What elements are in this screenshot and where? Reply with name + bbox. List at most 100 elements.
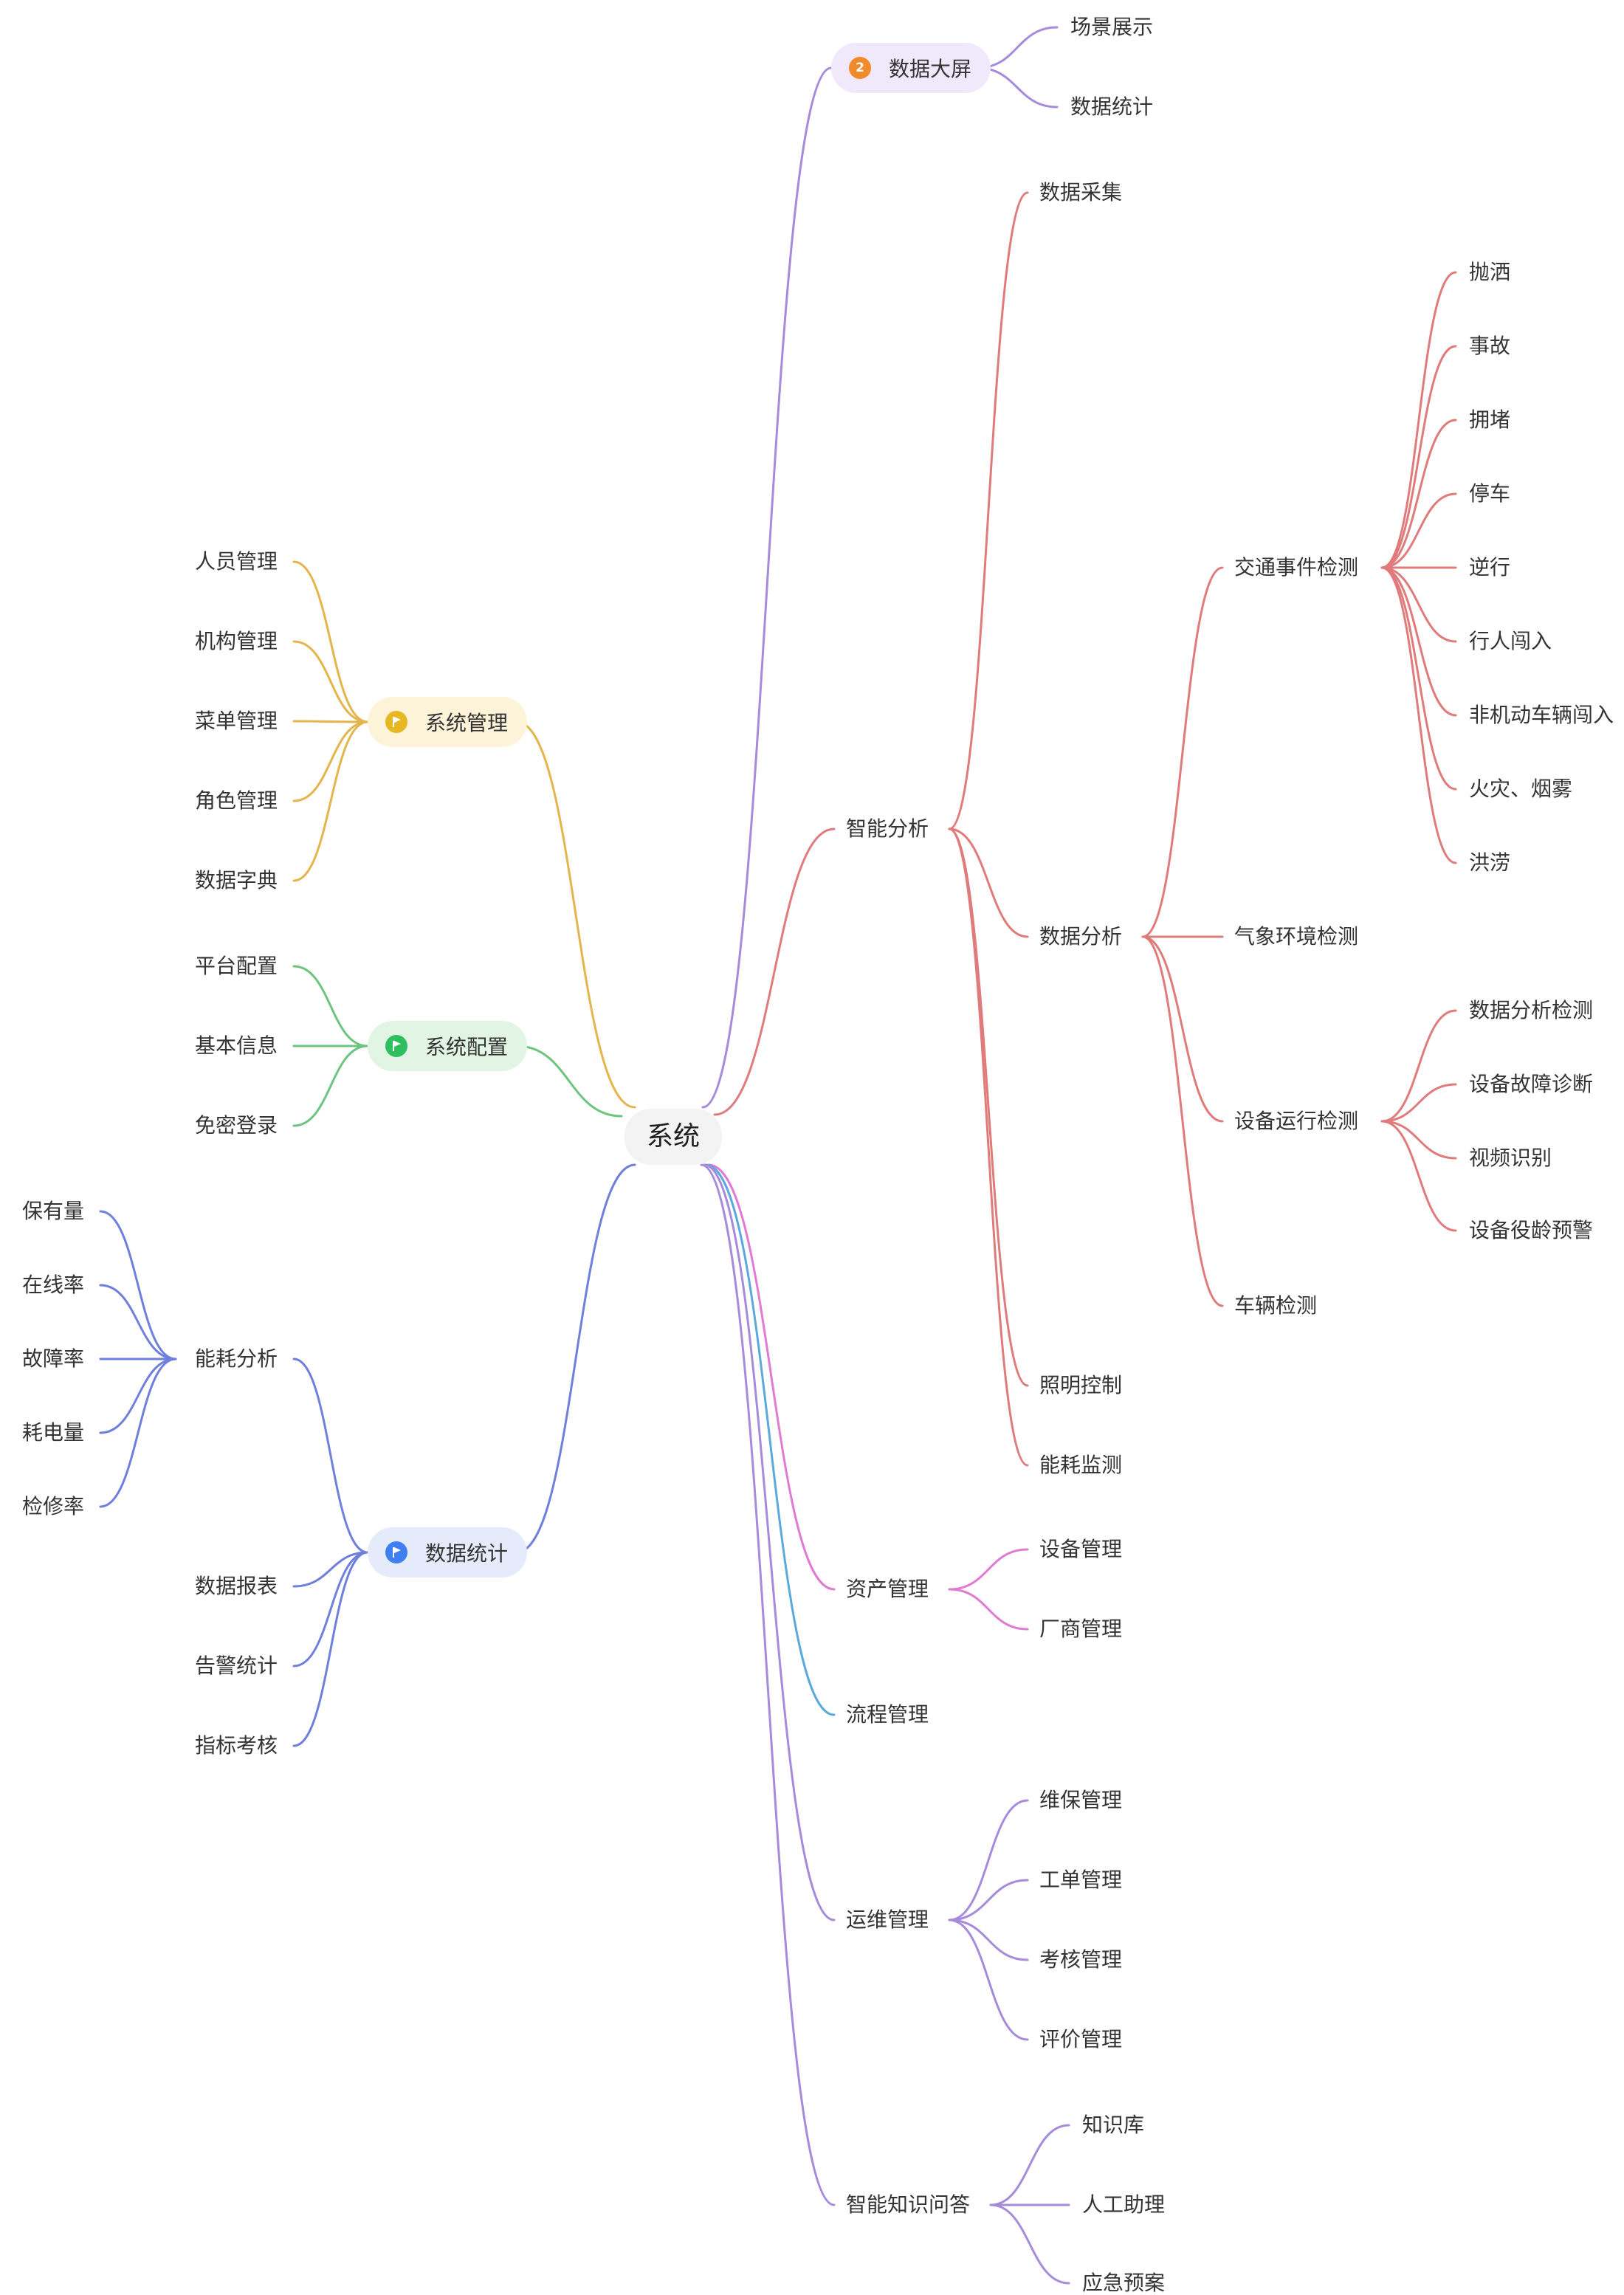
node-traffic-item[interactable]: 逆行 — [1469, 555, 1511, 579]
branch-smart-analysis[interactable]: 智能分析 — [846, 816, 929, 841]
link-admin-child — [292, 640, 369, 723]
node-traffic-item[interactable]: 抛洒 — [1469, 260, 1511, 284]
link-data-screen — [701, 66, 833, 1109]
node-energy-item[interactable]: 故障率 — [21, 1346, 84, 1371]
branch-asset-management[interactable]: 资产管理 — [846, 1577, 929, 1601]
node-vendor-management[interactable]: 厂商管理 — [1039, 1617, 1123, 1641]
link-smart-analysis-child — [948, 191, 1029, 830]
branch-knowledge-qa[interactable]: 智能知识问答 — [846, 2192, 971, 2217]
branch-process-management[interactable]: 流程管理 — [846, 1702, 929, 1727]
link-energy-item — [99, 1284, 177, 1360]
link-energy-item — [99, 1358, 177, 1434]
node-device-item[interactable]: 视频识别 — [1469, 1146, 1552, 1170]
link-energy-item — [99, 1358, 177, 1508]
node-traffic-item[interactable]: 火灾、烟雾 — [1469, 777, 1573, 801]
node-stats-item[interactable]: 数据报表 — [194, 1574, 278, 1598]
link-stats-child — [292, 1551, 369, 1668]
node-config-item[interactable]: 免密登录 — [194, 1113, 278, 1138]
link-knowledge — [700, 1163, 836, 2206]
node-ops-item[interactable]: 维保管理 — [1039, 1788, 1123, 1812]
node-admin-item[interactable]: 机构管理 — [194, 629, 278, 653]
node-stats-item[interactable]: 告警统计 — [194, 1654, 278, 1678]
node-energy-item[interactable]: 检修率 — [21, 1494, 84, 1518]
link-data-stats — [515, 1163, 636, 1554]
node-traffic-item[interactable]: 拥堵 — [1469, 407, 1511, 432]
node-energy-monitoring[interactable]: 能耗监测 — [1039, 1453, 1123, 1477]
link-system-management — [515, 720, 636, 1109]
branch-label: 数据统计 — [425, 1541, 509, 1566]
node-device-running-detection[interactable]: 设备运行检测 — [1234, 1109, 1359, 1133]
node-device-item[interactable]: 设备故障诊断 — [1469, 1072, 1594, 1096]
link-traffic-item — [1380, 419, 1457, 569]
node-config-item[interactable]: 基本信息 — [194, 1033, 278, 1058]
node-data-collection[interactable]: 数据采集 — [1039, 180, 1123, 204]
node-energy-item[interactable]: 保有量 — [21, 1199, 84, 1223]
flag-icon — [385, 1035, 407, 1057]
link-traffic-item — [1380, 566, 1457, 643]
node-admin-item[interactable]: 人员管理 — [194, 549, 278, 574]
branch-label: 系统配置 — [425, 1035, 509, 1059]
node-device-item[interactable]: 数据分析检测 — [1469, 998, 1594, 1022]
link-data-analysis-child — [1141, 935, 1224, 1123]
root-node[interactable]: 系统 — [624, 1109, 723, 1165]
link-traffic-item — [1380, 345, 1457, 569]
node-traffic-item[interactable]: 非机动车辆闯入 — [1469, 703, 1614, 727]
node-device-management[interactable]: 设备管理 — [1039, 1537, 1123, 1561]
priority-badge-icon: 2 — [849, 57, 871, 79]
node-energy-item[interactable]: 在线率 — [21, 1273, 84, 1297]
node-human-assistant[interactable]: 人工助理 — [1082, 2192, 1166, 2217]
node-traffic-item[interactable]: 洪涝 — [1469, 850, 1511, 875]
node-admin-item[interactable]: 角色管理 — [194, 788, 278, 813]
link-data-analysis-child — [1141, 566, 1224, 938]
node-traffic-item[interactable]: 行人闯入 — [1469, 629, 1552, 653]
node-config-item[interactable]: 平台配置 — [194, 954, 278, 978]
link-assets-child — [948, 1588, 1029, 1631]
node-device-item[interactable]: 设备役龄预警 — [1469, 1218, 1594, 1242]
node-weather-detection[interactable]: 气象环境检测 — [1234, 924, 1359, 949]
link-assets — [707, 1163, 836, 1591]
node-ops-item[interactable]: 工单管理 — [1039, 1868, 1123, 1892]
branch-label: 系统管理 — [425, 711, 509, 735]
node-traffic-item[interactable]: 事故 — [1469, 334, 1511, 358]
node-scene-display[interactable]: 场景展示 — [1070, 15, 1154, 39]
node-stats-item[interactable]: 指标考核 — [194, 1733, 278, 1758]
link-stats-child — [292, 1551, 369, 1588]
node-vehicle-detection[interactable]: 车辆检测 — [1234, 1293, 1318, 1318]
node-data-analysis[interactable]: 数据分析 — [1039, 924, 1123, 949]
link-device-item — [1380, 1009, 1457, 1123]
node-data-statistics[interactable]: 数据统计 — [1070, 94, 1154, 119]
node-knowledge-base[interactable]: 知识库 — [1082, 2113, 1145, 2137]
link-traffic-item — [1380, 566, 1457, 717]
link-knowledge-child — [989, 2203, 1070, 2285]
branch-system-config[interactable]: 系统配置 — [368, 1021, 528, 1071]
branch-data-stats[interactable]: 数据统计 — [368, 1527, 528, 1577]
link-ops-child — [948, 1799, 1029, 1921]
flag-icon — [385, 711, 407, 733]
link-admin-child — [292, 720, 369, 723]
flag-icon — [385, 1541, 407, 1563]
link-traffic-item — [1380, 566, 1457, 864]
branch-system-management[interactable]: 系统管理 — [368, 697, 528, 747]
node-energy-item[interactable]: 耗电量 — [21, 1420, 84, 1445]
node-ops-item[interactable]: 评价管理 — [1039, 2027, 1123, 2051]
node-lighting-control[interactable]: 照明控制 — [1039, 1373, 1123, 1397]
link-assets-child — [948, 1548, 1029, 1591]
node-emergency-plan[interactable]: 应急预案 — [1082, 2271, 1166, 2295]
node-admin-item[interactable]: 菜单管理 — [194, 709, 278, 733]
link-ops — [703, 1163, 836, 1921]
link-process — [704, 1163, 836, 1716]
branch-ops-management[interactable]: 运维管理 — [846, 1907, 929, 1932]
link-traffic-item — [1380, 566, 1457, 791]
node-traffic-item[interactable]: 停车 — [1469, 481, 1511, 506]
node-energy-analysis[interactable]: 能耗分析 — [194, 1346, 278, 1371]
node-admin-item[interactable]: 数据字典 — [194, 868, 278, 892]
node-ops-item[interactable]: 考核管理 — [1039, 1947, 1123, 1972]
link-stats-child — [292, 1358, 369, 1554]
branch-label: 数据大屏 — [889, 57, 972, 81]
branch-data-screen[interactable]: 2 数据大屏 — [831, 43, 991, 93]
link-system-config — [515, 1045, 623, 1118]
link-traffic-item — [1380, 492, 1457, 569]
link-smart-analysis-child — [948, 827, 1029, 1467]
node-traffic-event-detection[interactable]: 交通事件检测 — [1234, 555, 1359, 579]
